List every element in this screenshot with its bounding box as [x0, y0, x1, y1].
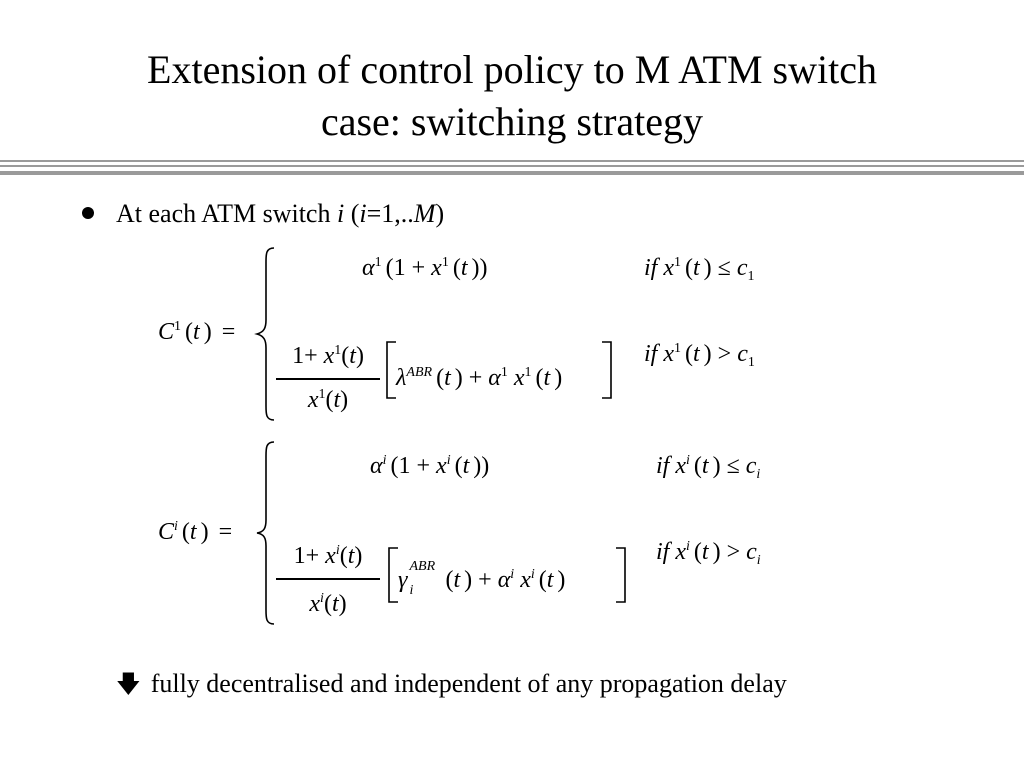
eq1-right-bracket-icon	[602, 341, 612, 399]
eq1-case1-cond: if x1(t) ≤ c1	[644, 255, 755, 284]
bullet-var-i: i	[336, 199, 345, 228]
eq1-left-bracket-icon	[386, 341, 396, 399]
eq1-case2-cond: if x1(t) > c1	[644, 341, 755, 370]
bullet-range: =1,..	[366, 199, 414, 228]
eq1-frac-denominator: x1(t)	[307, 387, 349, 413]
bullet-item: At each ATM switch i (i=1,..M)	[82, 198, 444, 230]
eq2-frac-denominator: xi(t)	[309, 591, 347, 617]
eq2-lhs: Ci(t) =	[158, 519, 233, 545]
eq2-right-bracket-icon	[616, 547, 626, 603]
title-rule-3	[0, 171, 1024, 175]
title-line-1: Extension of control policy to M ATM swi…	[147, 47, 877, 92]
footer-text: fully decentralised and independent of a…	[150, 669, 787, 698]
title-rule-1	[0, 160, 1024, 162]
eq1-lhs: C1(t) =	[158, 319, 236, 345]
eq2-frac-bar	[276, 578, 380, 580]
eq1-frac-bar	[276, 378, 380, 380]
eq2-case2-cond: if xi(t) > ci	[656, 539, 761, 568]
down-arrow-icon: 🡇	[116, 670, 141, 698]
title-rule-2	[0, 165, 1024, 167]
eq1-case2-bracket-expr: λABR(t) + α1 x1(t)	[396, 365, 563, 391]
eq2-case1-expr: αi(1 + xi(t))	[370, 453, 490, 479]
eq2-case1-cond: if xi(t) ≤ ci	[656, 453, 761, 482]
eq1-case1-expr: α1(1 + x1(t))	[362, 255, 488, 281]
eq2-left-brace-icon	[256, 441, 275, 625]
eq1-frac-numerator: 1+ x1(t)	[292, 343, 364, 369]
eq2-left-bracket-icon	[388, 547, 398, 603]
eq1-left-brace-icon	[254, 247, 275, 421]
bullet-var-i2: i	[359, 199, 367, 228]
bullet-dot-icon	[82, 207, 94, 219]
bullet-paren-close: )	[435, 199, 445, 228]
slide-title: Extension of control policy to M ATM swi…	[0, 44, 1024, 148]
bullet-prefix: At each ATM switch	[116, 199, 337, 228]
footer-note: 🡇 fully decentralised and independent of …	[116, 668, 787, 700]
title-line-2: case: switching strategy	[320, 99, 704, 144]
eq2-frac-numerator: 1+ xi(t)	[293, 543, 363, 569]
bullet-paren-open: (	[344, 199, 360, 228]
bullet-var-M: M	[413, 199, 436, 228]
